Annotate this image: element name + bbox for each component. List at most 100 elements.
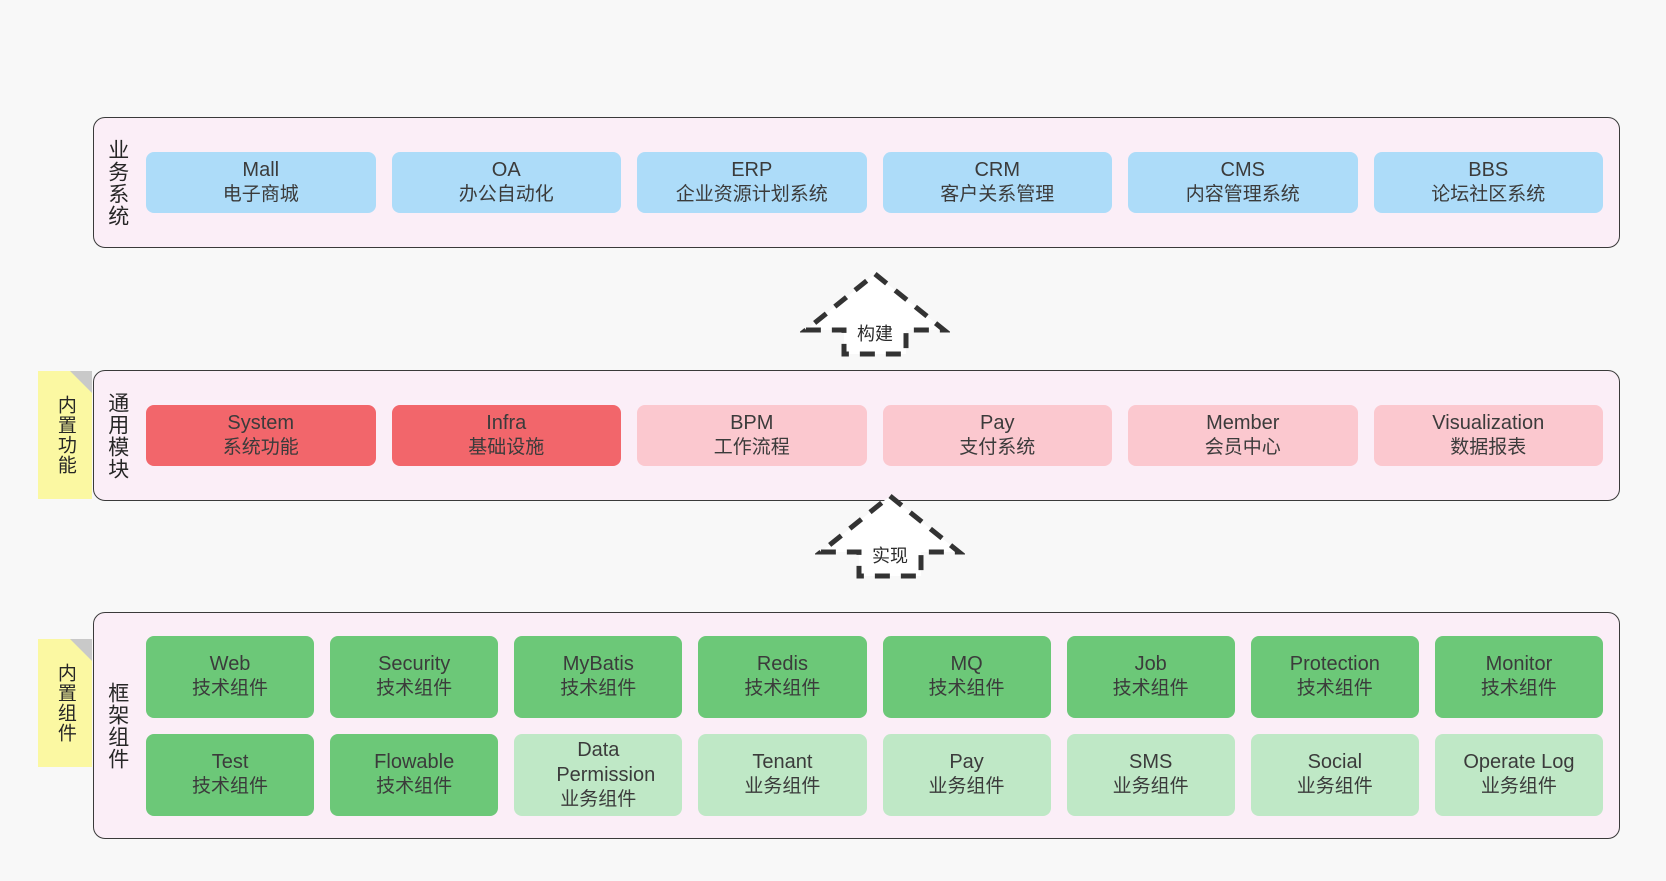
node-label-en: SMS <box>1129 751 1173 774</box>
arrow-implement-label: 实现 <box>872 546 908 566</box>
node-member[interactable]: Member 会员中心 <box>1128 405 1358 466</box>
node-label-en: MQ <box>950 653 983 676</box>
node-label-cn: 业务组件 <box>1480 776 1557 798</box>
node-label-en: Member <box>1206 412 1280 435</box>
layer-title-common: 通用模块 <box>105 391 129 480</box>
node-label-cn: 技术组件 <box>1296 678 1373 700</box>
node-label-en: Test <box>211 751 249 774</box>
node-label-en: Redis <box>756 653 808 676</box>
node-pay-business[interactable]: Pay 业务组件 <box>882 733 1051 816</box>
node-label-cn: 技术组件 <box>192 678 269 700</box>
node-label-en: Operate Log <box>1463 751 1575 774</box>
node-sms[interactable]: SMS 业务组件 <box>1066 733 1235 816</box>
note-label: 内置组件 <box>54 663 76 743</box>
node-label-en: Visualization <box>1432 412 1545 435</box>
node-label-en: Web <box>209 653 251 676</box>
node-row: System 系统功能 Infra 基础设施 BPM 工作流程 Pay 支付系统… <box>146 405 1603 466</box>
node-label-cn: 技术组件 <box>1480 678 1557 700</box>
node-label-cn: 客户关系管理 <box>940 184 1055 206</box>
node-monitor[interactable]: Monitor 技术组件 <box>1434 635 1603 718</box>
node-label-en: MyBatis <box>562 653 634 676</box>
node-label-en: Monitor <box>1485 653 1553 676</box>
node-label-cn: 企业资源计划系统 <box>675 184 828 206</box>
node-tenant[interactable]: Tenant 业务组件 <box>698 733 867 816</box>
node-label-cn: 数据报表 <box>1450 437 1527 459</box>
node-security[interactable]: Security 技术组件 <box>330 635 499 718</box>
node-label-cn: 业务组件 <box>1296 776 1373 798</box>
node-label-en: Flowable <box>374 751 455 774</box>
layer-title-framework: 框架组件 <box>105 681 129 770</box>
layer-framework-components: 框架组件 Web 技术组件 Security 技术组件 MyBatis 技术组件… <box>93 612 1620 839</box>
node-row: Test 技术组件 Flowable 技术组件 Data Permission … <box>146 733 1603 816</box>
node-job[interactable]: Job 技术组件 <box>1066 635 1235 718</box>
node-bbs[interactable]: BBS 论坛社区系统 <box>1373 152 1603 213</box>
note-label: 内置功能 <box>54 395 76 475</box>
arrow-build-label: 构建 <box>857 324 893 344</box>
node-label-cn: 办公自动化 <box>458 184 554 206</box>
layer-body-common: System 系统功能 Infra 基础设施 BPM 工作流程 Pay 支付系统… <box>140 371 1619 500</box>
arrow-build: 构建 <box>800 268 950 358</box>
node-label-en: Tenant <box>752 751 813 774</box>
node-label-en: Pay <box>949 751 984 774</box>
node-label-cn: 论坛社区系统 <box>1431 184 1546 206</box>
node-label-en: Pay <box>980 412 1015 435</box>
node-label-en: Job <box>1134 653 1167 676</box>
node-label-en: Security <box>378 653 451 676</box>
node-web[interactable]: Web 技术组件 <box>146 635 315 718</box>
node-operate-log[interactable]: Operate Log 业务组件 <box>1434 733 1603 816</box>
node-label-cn: 技术组件 <box>376 776 453 798</box>
node-erp[interactable]: ERP 企业资源计划系统 <box>637 152 867 213</box>
node-label-cn: 会员中心 <box>1204 437 1281 459</box>
node-cms[interactable]: CMS 内容管理系统 <box>1128 152 1358 213</box>
node-mq[interactable]: MQ 技术组件 <box>882 635 1051 718</box>
node-redis[interactable]: Redis 技术组件 <box>698 635 867 718</box>
node-label-cn: 技术组件 <box>192 776 269 798</box>
node-test[interactable]: Test 技术组件 <box>146 733 315 816</box>
node-label-en: System <box>227 412 295 435</box>
node-bpm[interactable]: BPM 工作流程 <box>637 405 867 466</box>
node-label-cn: 业务组件 <box>1112 776 1189 798</box>
dashed-block-arrow-icon <box>800 270 950 357</box>
node-system[interactable]: System 系统功能 <box>146 405 376 466</box>
note-fold-corner-icon <box>70 371 92 393</box>
layer-title-business: 业务系统 <box>105 138 129 227</box>
node-protection[interactable]: Protection 技术组件 <box>1250 635 1419 718</box>
node-mybatis[interactable]: MyBatis 技术组件 <box>514 635 683 718</box>
node-label-en: OA <box>491 159 521 182</box>
node-label-cn: 基础设施 <box>468 437 545 459</box>
node-label-en: ERP <box>731 159 773 182</box>
node-oa[interactable]: OA 办公自动化 <box>391 152 621 213</box>
node-label-en: CMS <box>1220 159 1265 182</box>
node-row: Mall 电子商城 OA 办公自动化 ERP 企业资源计划系统 CRM 客户关系… <box>146 152 1603 213</box>
node-infra[interactable]: Infra 基础设施 <box>391 405 621 466</box>
node-label-en: BPM <box>730 412 774 435</box>
node-label-en: CRM <box>974 159 1021 182</box>
node-label-cn: 支付系统 <box>959 437 1036 459</box>
node-flowable[interactable]: Flowable 技术组件 <box>330 733 499 816</box>
node-label-cn: 业务组件 <box>928 776 1005 798</box>
node-visualization[interactable]: Visualization 数据报表 <box>1373 405 1603 466</box>
node-label-en: Infra <box>486 412 527 435</box>
layer-body-business: Mall 电子商城 OA 办公自动化 ERP 企业资源计划系统 CRM 客户关系… <box>140 118 1619 247</box>
layer-common-modules: 通用模块 System 系统功能 Infra 基础设施 BPM 工作流程 Pay… <box>93 370 1620 501</box>
node-label-en: Mall <box>242 159 280 182</box>
node-label-cn: 业务组件 <box>744 776 821 798</box>
node-data-permission[interactable]: Data Permission 业务组件 <box>514 733 683 816</box>
node-label-cn: 技术组件 <box>1112 678 1189 700</box>
arrow-implement: 实现 <box>815 490 965 580</box>
node-mall[interactable]: Mall 电子商城 <box>146 152 376 213</box>
layer-business-systems: 业务系统 Mall 电子商城 OA 办公自动化 ERP 企业资源计划系统 CRM… <box>93 117 1620 248</box>
layer-body-framework: Web 技术组件 Security 技术组件 MyBatis 技术组件 Redi… <box>140 613 1619 838</box>
node-pay[interactable]: Pay 支付系统 <box>882 405 1112 466</box>
dashed-block-arrow-icon <box>815 492 965 579</box>
node-label-en: Data Permission <box>556 738 656 786</box>
node-label-cn: 技术组件 <box>560 678 637 700</box>
node-label-cn: 业务组件 <box>560 788 637 810</box>
node-row: Web 技术组件 Security 技术组件 MyBatis 技术组件 Redi… <box>146 635 1603 718</box>
node-label-cn: 内容管理系统 <box>1185 184 1300 206</box>
node-social[interactable]: Social 业务组件 <box>1250 733 1419 816</box>
note-builtin-function: 内置功能 <box>38 371 92 499</box>
node-crm[interactable]: CRM 客户关系管理 <box>882 152 1112 213</box>
node-label-en: Social <box>1307 751 1363 774</box>
